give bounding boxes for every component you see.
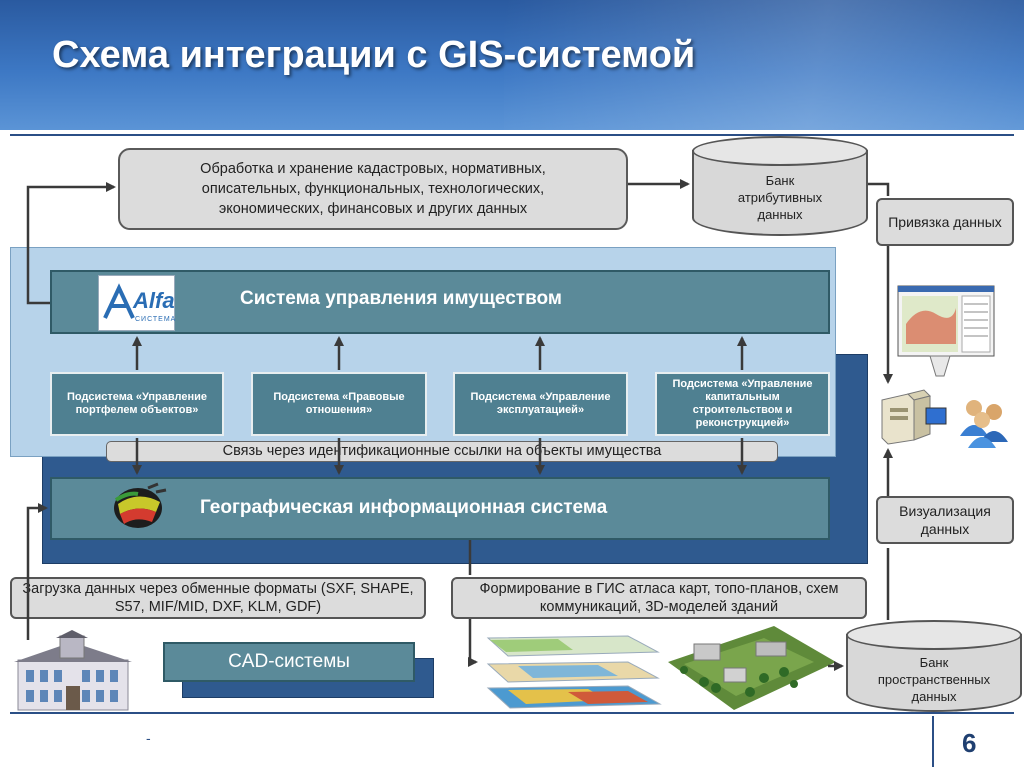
cad-box: CAD-системы — [163, 642, 415, 682]
map-screen-picture — [897, 285, 995, 377]
page-title: Схема интеграции с GIS-системой — [52, 34, 696, 76]
spatial-bank-cylinder-top — [846, 620, 1022, 650]
globe-icon — [114, 482, 167, 528]
subsystem-legal: Подсистема «Правовые отношения» — [251, 372, 427, 436]
binding-label: Привязка данных — [876, 198, 1014, 246]
building-picture — [14, 630, 132, 711]
link-bar: Связь через идентификационные ссылки на … — [106, 441, 778, 462]
subsystem-portfolio: Подсистема «Управление портфелем объекто… — [50, 372, 224, 436]
footer-dot: - — [146, 730, 151, 746]
data-processing-box: Обработка и хранение кадастровых, нормат… — [118, 148, 628, 230]
subsystem-operation: Подсистема «Управление эксплуатацией» — [453, 372, 628, 436]
alfa-logo: Alfa СИСТЕМА — [98, 275, 175, 331]
frame-top-line — [10, 134, 1014, 136]
computer-icon — [881, 389, 947, 445]
atlas-box: Формирование в ГИС атласа карт, топо-пла… — [451, 577, 867, 619]
gis-label: Географическая информационная система — [200, 497, 608, 518]
map-layers-picture — [486, 635, 662, 709]
frame-bottom-line — [10, 712, 1014, 714]
title-bar — [0, 0, 1024, 130]
page-number: 6 — [962, 728, 977, 758]
gis-bar — [50, 477, 830, 540]
spatial-bank-label: Банк пространственных данных — [877, 655, 991, 704]
data-processing-text: Обработка и хранение кадастровых, нормат… — [200, 161, 546, 217]
subsystem-construction: Подсистема «Управление капитальным строи… — [655, 372, 830, 436]
property-system-bar — [50, 270, 830, 334]
visualization-label: Визуализация данных — [876, 496, 1014, 544]
city-3d-picture — [668, 626, 836, 710]
property-system-label: Система управления имуществом — [240, 288, 562, 309]
attribute-bank-label: Банк атрибутивных данных — [737, 173, 823, 222]
alfa-logo-icon — [103, 283, 135, 319]
alfa-logo-text: Alfa — [133, 288, 175, 313]
users-icon — [960, 400, 1008, 448]
footer-divider — [932, 716, 934, 767]
alfa-logo-subtext: СИСТЕМА — [135, 316, 177, 323]
attribute-bank-cylinder-top — [692, 136, 868, 166]
import-formats-box: Загрузка данных через обменные форматы (… — [10, 577, 426, 619]
